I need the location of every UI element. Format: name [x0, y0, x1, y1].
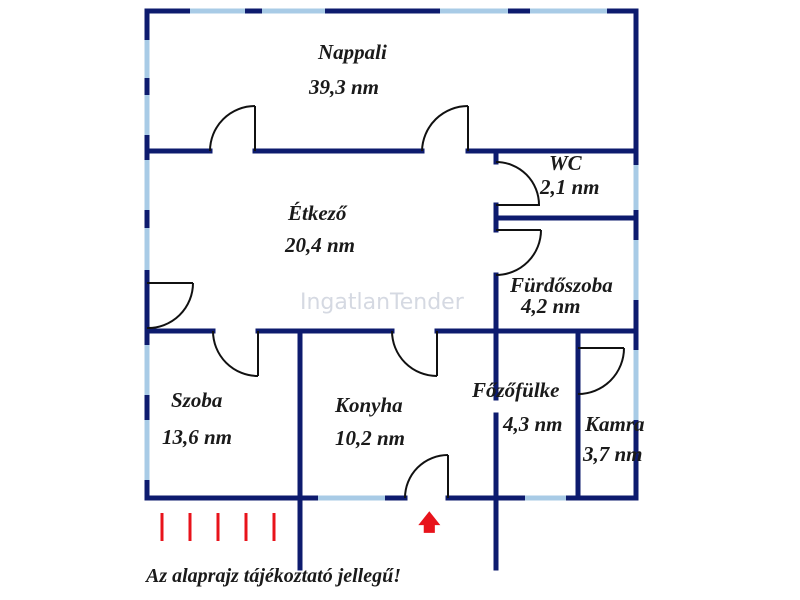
interior-walls: [144, 148, 639, 571]
room-area-etkezo: 20,4 nm: [285, 233, 356, 257]
room-area-kamra: 3,7 nm: [583, 442, 643, 466]
room-name-konyha: Konyha: [335, 393, 403, 417]
room-area-konyha: 10,2 nm: [335, 426, 406, 450]
room-name-kamra: Kamra: [585, 412, 645, 436]
entrance-arrow-icon: 🡅: [418, 511, 441, 536]
room-name-nappali: Nappali: [318, 40, 387, 64]
room-name-furdoszoba: Fürdőszoba: [510, 273, 613, 297]
watermark: IngatlanTender: [300, 290, 464, 315]
room-area-szoba: 13,6 nm: [162, 425, 233, 449]
room-area-fozofulke: 4,3 nm: [503, 412, 563, 436]
room-area-wc: 2,1 nm: [540, 175, 600, 199]
disclaimer-text: Az alaprajz tájékoztató jellegű!: [146, 565, 402, 587]
room-name-szoba: Szoba: [171, 388, 223, 412]
doors: [146, 105, 625, 499]
room-area-furdoszoba: 4,2 nm: [521, 294, 581, 318]
room-name-etkezo: Étkező: [288, 201, 347, 225]
room-area-nappali: 39,3 nm: [309, 75, 380, 99]
room-name-wc: WC: [549, 151, 582, 175]
room-name-fozofulke: Főzőfülke: [472, 378, 560, 402]
entrance-steps: [160, 513, 276, 541]
windows: [144, 8, 639, 501]
